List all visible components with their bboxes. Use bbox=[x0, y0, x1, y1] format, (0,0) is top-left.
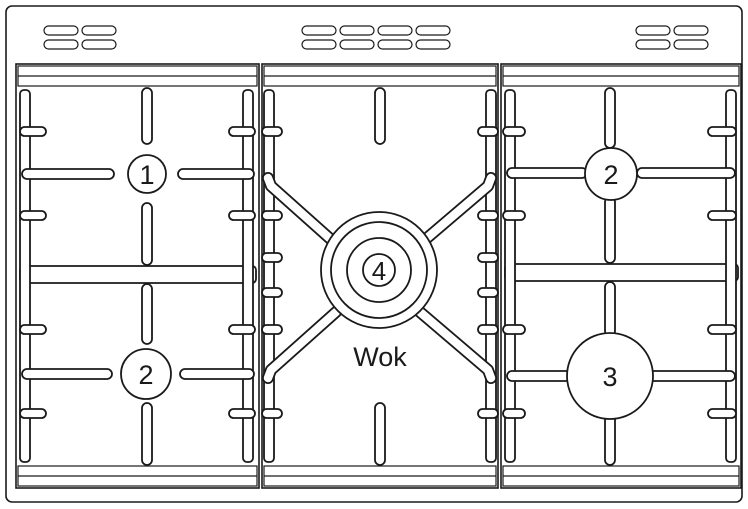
burner-front-left-label: 1 bbox=[139, 160, 154, 190]
burner-rear-right: 3 bbox=[566, 332, 654, 420]
pan-support-right bbox=[500, 63, 742, 489]
pan-support-left bbox=[15, 63, 260, 489]
burner-centre-wok: 4 Wok bbox=[320, 211, 438, 372]
knob-slots bbox=[43, 25, 709, 50]
burner-centre-label: 4 bbox=[372, 256, 386, 286]
burner-rear-left: 2 bbox=[120, 348, 172, 400]
burner-centre-caption: Wok bbox=[353, 342, 407, 372]
burner-front-left: 1 bbox=[127, 154, 167, 194]
burner-front-right: 2 bbox=[584, 147, 638, 201]
burner-rear-left-label: 2 bbox=[138, 360, 153, 390]
burner-front-right-label: 2 bbox=[603, 160, 618, 190]
burner-rear-right-label: 3 bbox=[602, 362, 617, 392]
